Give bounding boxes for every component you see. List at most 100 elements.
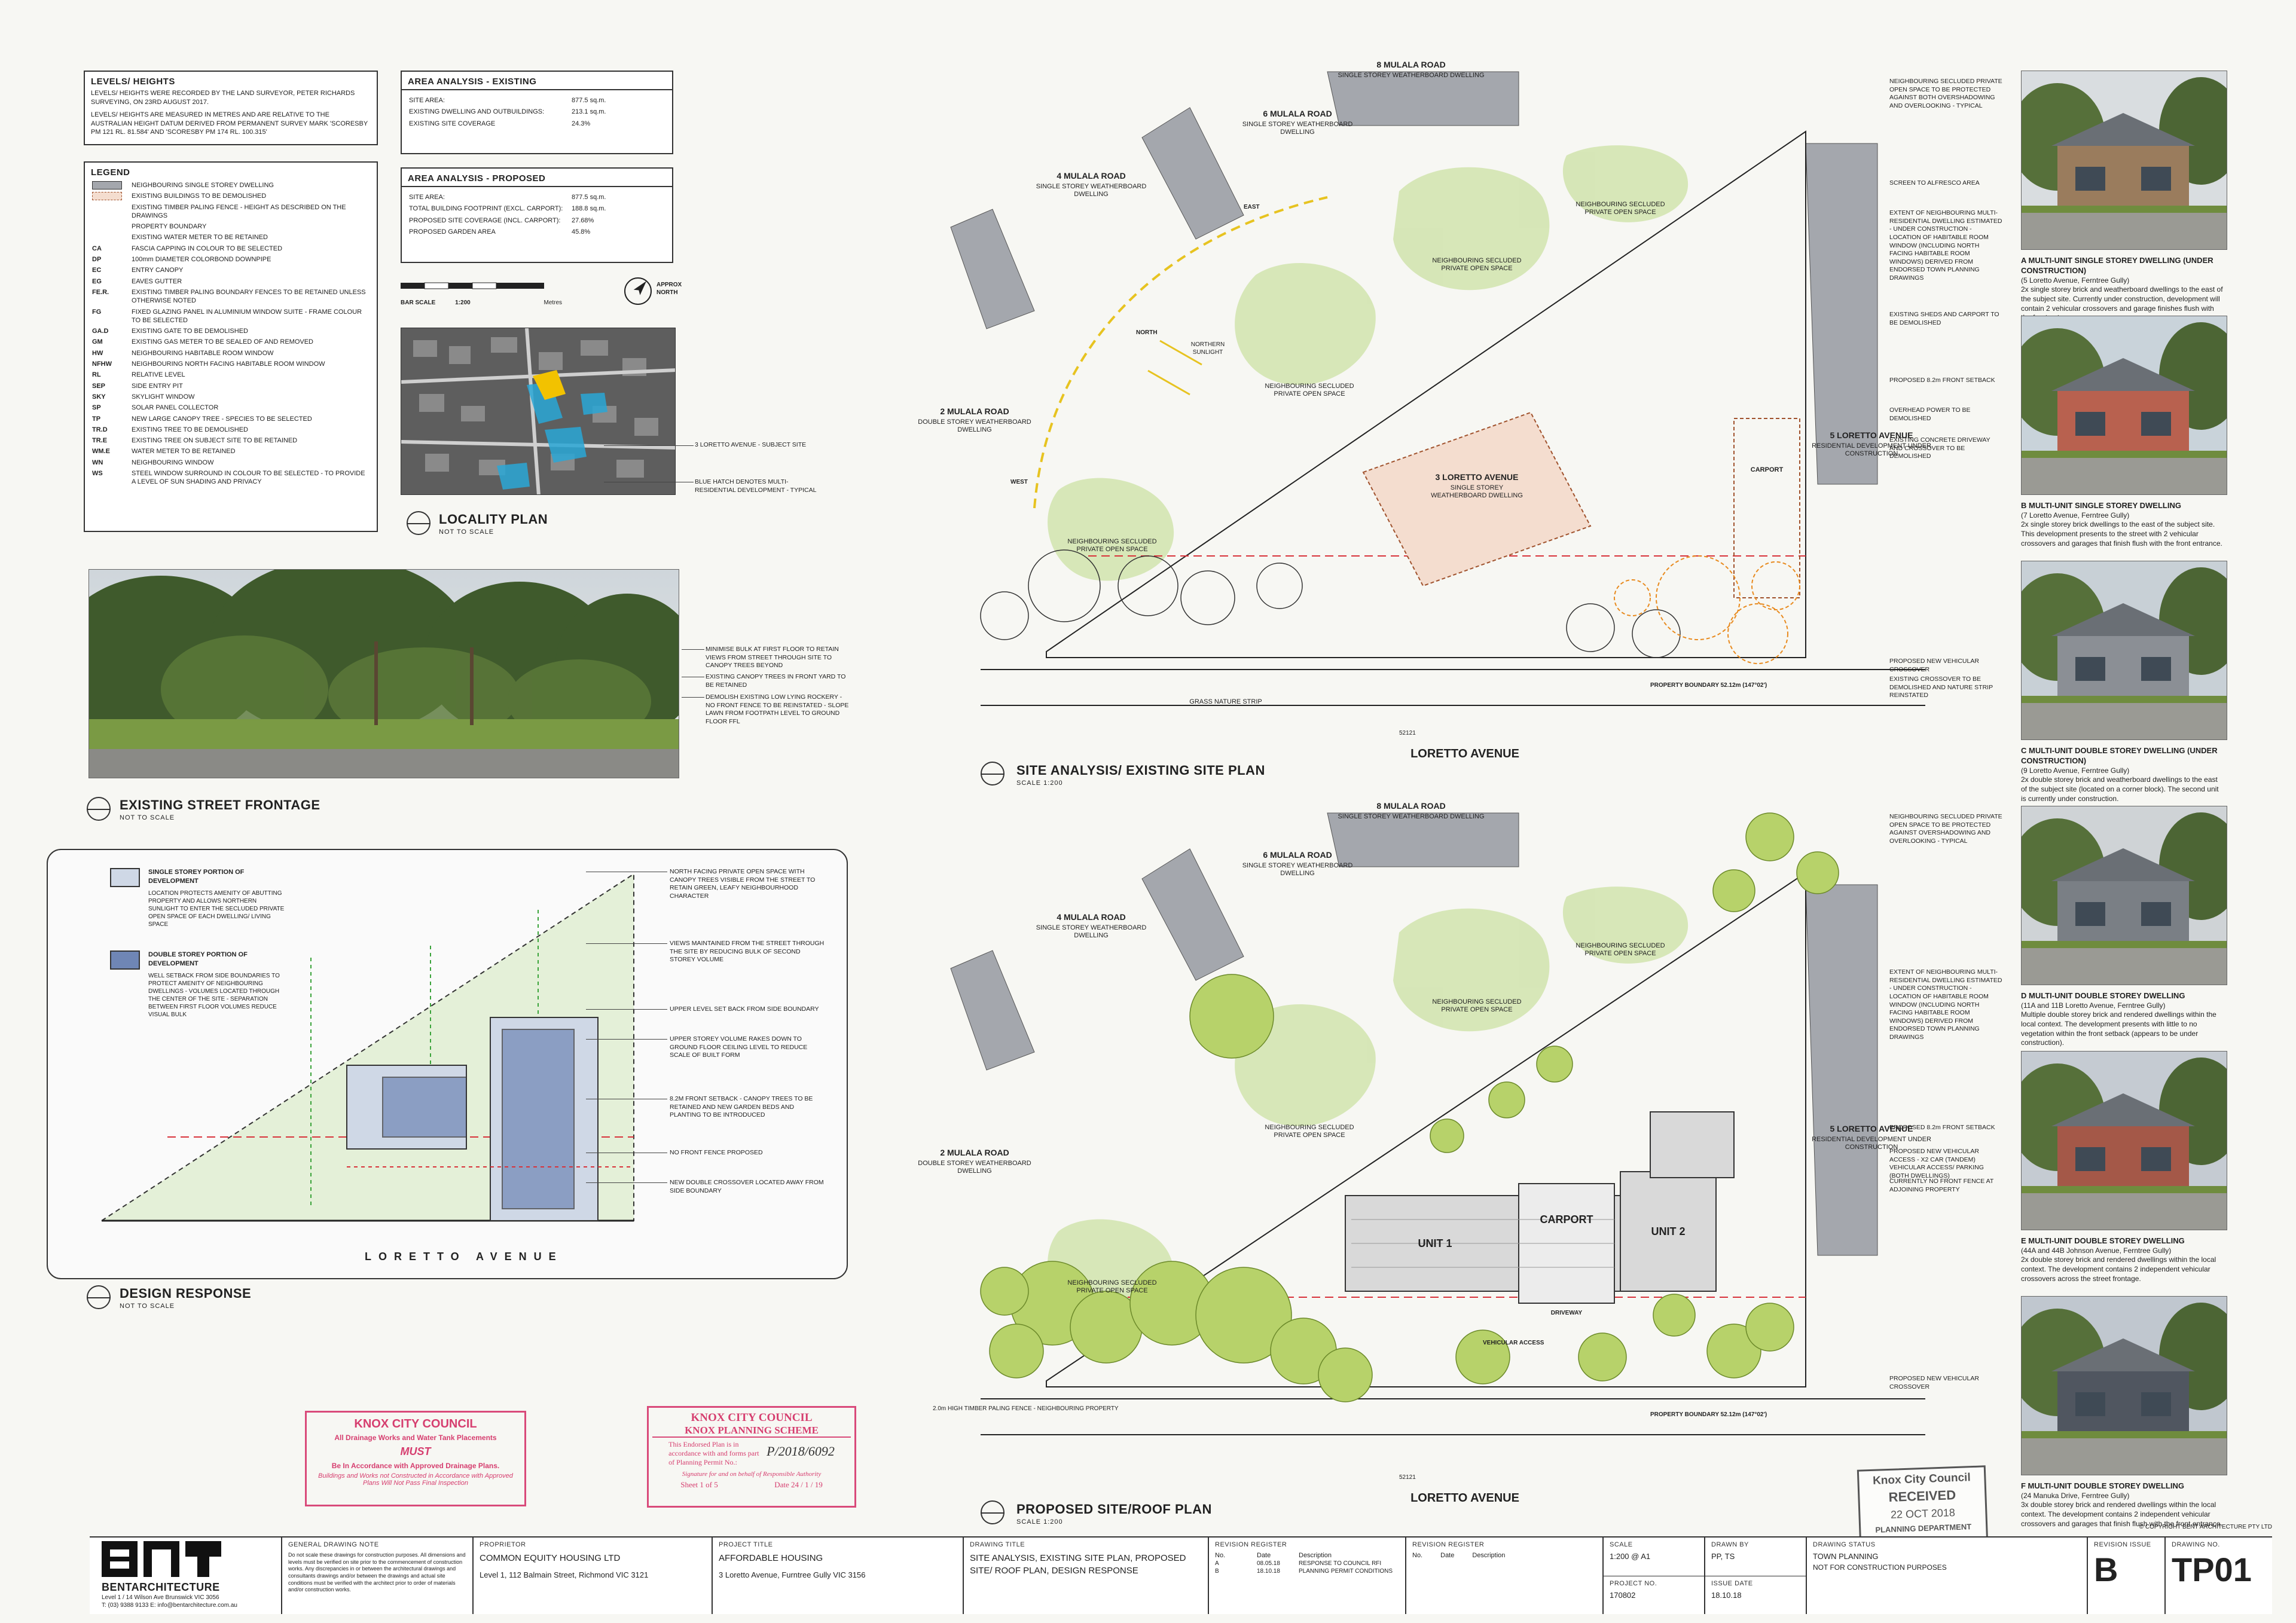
- legend-item: NEIGHBOURING SINGLE STOREY DWELLING: [85, 180, 377, 191]
- pp-mulala6-sub: SINGLE STOREY WEATHERBOARD DWELLING: [1242, 862, 1353, 878]
- context-photo-text: Multiple double storey brick and rendere…: [2021, 1010, 2216, 1047]
- tb-status-value: TOWN PLANNING: [1813, 1552, 1879, 1561]
- legend-code: HW: [92, 349, 103, 357]
- scale-bar: BAR SCALE 1:200 Metres: [401, 278, 580, 314]
- tb-drawing: DRAWING TITLE SITE ANALYSIS, EXISTING SI…: [963, 1538, 1208, 1614]
- sa-west: WEST: [1010, 479, 1028, 485]
- area-value: 45.8%: [572, 228, 591, 236]
- legend-box: LEGEND NEIGHBOURING SINGLE STOREY DWELLI…: [84, 161, 378, 532]
- locality-title: LOCALITY PLAN: [439, 512, 548, 527]
- sa-note: OVERHEAD POWER TO BE DEMOLISHED: [1889, 406, 1971, 422]
- legend-text: PROPERTY BOUNDARY: [132, 223, 207, 231]
- context-photo-caption: F MULTI-UNIT DOUBLE STOREY DWELLING(24 M…: [2021, 1481, 2224, 1529]
- legend-item: EXISTING WATER METER TO BE RETAINED: [85, 232, 377, 243]
- scale-bar-label: BAR SCALE: [401, 299, 436, 306]
- firm-contact: T: (03) 9388 9133 E: info@bentarchitectu…: [102, 1602, 237, 1609]
- tb-scale-value: 1:200 @ A1: [1610, 1552, 1651, 1561]
- area-proposed-box: AREA ANALYSIS - PROPOSED SITE AREA:877.5…: [401, 167, 673, 263]
- pp-pos-2: NEIGHBOURING SECLUDED PRIVATE OPEN SPACE: [1432, 998, 1522, 1014]
- rev-cell: 18.10.18: [1257, 1568, 1280, 1575]
- levels-title: LEVELS/ HEIGHTS: [91, 77, 175, 87]
- north-arrow-icon: [624, 277, 652, 305]
- context-photo-text: 2x single storey brick dwellings to the …: [2021, 520, 2222, 548]
- proposed-title-symbol: [981, 1500, 1004, 1524]
- legend-code: GM: [92, 338, 103, 346]
- sa-note: PROPOSED 8.2m FRONT SETBACK: [1889, 377, 1995, 384]
- rev-head-cell: Date: [1257, 1552, 1271, 1559]
- sa-pos-4: NEIGHBOURING SECLUDED PRIVATE OPEN SPACE: [1067, 538, 1157, 554]
- sa-mulala4-sub: SINGLE STOREY WEATHERBOARD DWELLING: [1036, 183, 1147, 198]
- tb-status: DRAWING STATUS TOWN PLANNING NOT FOR CON…: [1806, 1538, 2087, 1614]
- area-value: 877.5 sq.m.: [572, 97, 606, 104]
- tb-rev2-date: Date: [1440, 1552, 1455, 1559]
- sa-note: EXTENT OF NEIGHBOURING MULTI-RESIDENTIAL…: [1889, 209, 2002, 282]
- design-note-leader: [586, 1009, 667, 1010]
- area-existing-rows: SITE AREA:877.5 sq.m.EXISTING DWELLING A…: [402, 90, 672, 130]
- legend-item: EXISTING TIMBER PALING FENCE - HEIGHT AS…: [85, 202, 377, 222]
- legend-text: NEIGHBOURING SINGLE STOREY DWELLING: [132, 182, 274, 189]
- tb-revision-issue-cap: REVISION ISSUE: [2094, 1541, 2151, 1548]
- sa-mulala4: 4 MULALA ROAD: [1057, 171, 1126, 181]
- legend-text: SOLAR PANEL COLLECTOR: [132, 404, 219, 412]
- pp-note: CURRENTLY NO FRONT FENCE AT ADJOINING PR…: [1889, 1178, 1994, 1193]
- context-photo-caption: A MULTI-UNIT SINGLE STOREY DWELLING (UND…: [2021, 256, 2224, 323]
- tb-revision-2: REVISION REGISTER No. Date Description: [1405, 1538, 1602, 1614]
- legend-text: STEEL WINDOW SURROUND IN COLOUR TO BE SE…: [132, 470, 365, 486]
- legend-code: RL: [92, 371, 101, 379]
- copyright: © COPYRIGHT BENT ARCHITECTURE PTY LTD: [2139, 1524, 2272, 1530]
- design-note: NEW DOUBLE CROSSOVER LOCATED AWAY FROM S…: [670, 1179, 824, 1194]
- scale-bar-unit: Metres: [544, 299, 563, 306]
- legend-item: PROPERTY BOUNDARY: [85, 221, 377, 232]
- sa-note: EXISTING CONCRETE DRIVEWAY AND CROSSOVER…: [1889, 436, 1990, 460]
- context-photo: [2021, 1296, 2227, 1475]
- sa-street: LORETTO AVENUE: [1410, 747, 1519, 760]
- legend-code: TR.D: [92, 426, 108, 433]
- locality-note-2: BLUE HATCH DENOTES MULTI-RESIDENTIAL DEV…: [695, 478, 817, 494]
- street-note-3: DEMOLISH EXISTING LOW LYING ROCKERY - NO…: [706, 693, 849, 725]
- area-value: 24.3%: [572, 120, 591, 127]
- tb-drawing-cap: DRAWING TITLE: [970, 1541, 1025, 1548]
- knox-endorsed-sheet: Sheet 1 of 5: [680, 1480, 718, 1489]
- legend-code: SKY: [92, 393, 106, 401]
- tb-drawn-value: PP, TS: [1711, 1552, 1735, 1561]
- legend-code: EC: [92, 267, 102, 274]
- tb-scale-cap: SCALE: [1610, 1541, 1633, 1548]
- tb-drawn: DRAWN BY PP, TS: [1704, 1538, 1806, 1576]
- legend-text: EXISTING GAS METER TO BE SEALED OF AND R…: [132, 338, 313, 346]
- tb-proprietor-name: COMMON EQUITY HOUSING LTD: [480, 1553, 621, 1563]
- area-proposed-title: AREA ANALYSIS - PROPOSED: [402, 169, 672, 187]
- sa-mulala6-sub: SINGLE STOREY WEATHERBOARD DWELLING: [1242, 121, 1353, 136]
- legend-code: WN: [92, 459, 103, 466]
- area-row: PROPOSED SITE COVERAGE (INCL. CARPORT):2…: [402, 215, 672, 227]
- tb-issue-cap: ISSUE DATE: [1711, 1580, 1753, 1587]
- sa-note: PROPOSED NEW VEHICULAR CROSSOVER: [1889, 658, 1979, 673]
- context-photo-address: (11A and 11B Loretto Avenue, Ferntree Gu…: [2021, 1001, 2166, 1010]
- legend-code: FG: [92, 308, 102, 316]
- design-title-symbol: [87, 1285, 111, 1309]
- area-existing-title: AREA ANALYSIS - EXISTING: [402, 72, 672, 90]
- pp-pos-4: NEIGHBOURING SECLUDED PRIVATE OPEN SPACE: [1067, 1279, 1157, 1295]
- context-photo-title: F MULTI-UNIT DOUBLE STOREY DWELLING: [2021, 1481, 2184, 1490]
- street-title-symbol: [87, 797, 111, 821]
- tb-revision-issue: REVISION ISSUE B: [2087, 1538, 2164, 1614]
- pp-carport: CARPORT: [1540, 1214, 1593, 1225]
- area-key: TOTAL BUILDING FOOTPRINT (EXCL. CARPORT)…: [409, 205, 563, 213]
- tb-status-cap: DRAWING STATUS: [1813, 1541, 1876, 1548]
- pp-note: PROPOSED NEW VEHICULAR CROSSOVER: [1889, 1375, 1979, 1390]
- design-street-label: LORETTO AVENUE: [365, 1251, 563, 1263]
- design-note: 8.2M FRONT SETBACK - CANOPY TREES TO BE …: [670, 1095, 813, 1119]
- legend-text: SKYLIGHT WINDOW: [132, 393, 195, 401]
- rev-cell: A: [1215, 1560, 1219, 1567]
- firm-name: BENTARCHITECTURE: [102, 1581, 220, 1593]
- legend-item: GM EXISTING GAS METER TO BE SEALED OF AND…: [85, 337, 377, 347]
- knox-endorsed-title: KNOX CITY COUNCIL: [691, 1411, 813, 1424]
- locality-title-symbol: [407, 511, 430, 535]
- scale-bar-ratio: 1:200: [455, 299, 471, 306]
- area-row: TOTAL BUILDING FOOTPRINT (EXCL. CARPORT)…: [402, 203, 672, 215]
